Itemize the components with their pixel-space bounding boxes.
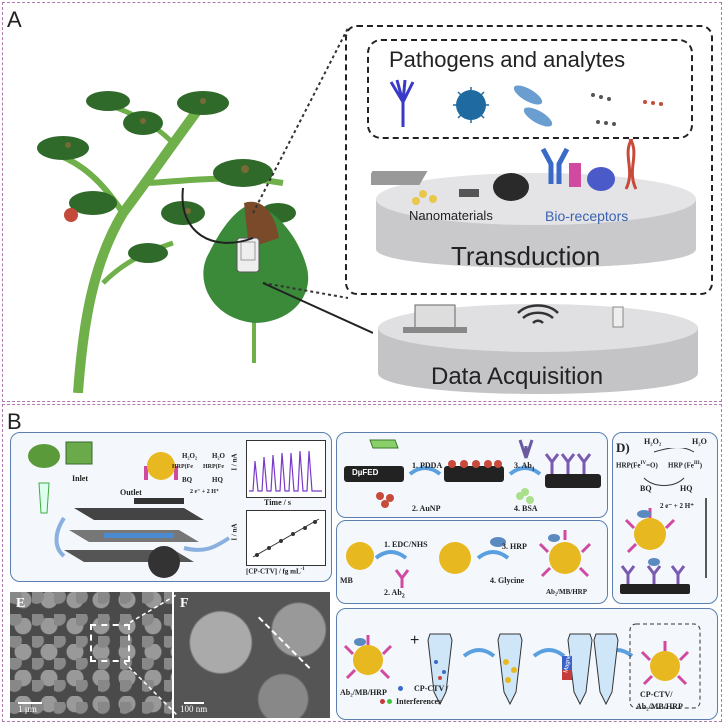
pathogen-icons [389,79,663,127]
calibration-points [252,518,320,558]
green-dot [387,699,392,704]
pathogens-box [367,39,693,139]
sem-e-scale-label: 1 µm [18,704,37,714]
plot2-xlabel: [CP-CTV] / fg mL-1 [246,567,305,575]
step2-ab2-sub: 2 [401,593,405,600]
bottom-right-label2: Ab₂/MB/HRP [636,702,683,711]
sem-e-scalebar [18,702,42,704]
data-acquisition-label: Data Acquisition [431,363,604,390]
d-hrp1-sup: IV [640,461,647,466]
step1-ab1-sub: 1 [531,466,535,473]
calibration-plot [246,510,326,566]
plot1-ylabel: I / nA [230,453,239,471]
detection-mechanism-box [612,432,718,604]
tomato-plant-illustration [37,91,296,393]
step2-product: Ab₂/MB/HRP [546,588,587,596]
data-acquisition-platform [378,304,698,394]
d-h2o2: H₂O₂ [644,437,662,446]
step1-bsa: 4. BSA [514,504,538,513]
panel-b-label: B [7,409,22,434]
bottom-right-label1: CP-CTV/ [640,690,673,699]
step1-aunp: 2. AuNP [412,504,441,513]
step2-edcnhs: 1. EDC/NHS [384,540,428,549]
fluidic-hq: HQ [212,476,223,484]
sem-e-label: E [16,596,26,611]
fluidic-h2o: H₂O [212,452,225,460]
cp-ctv-text: CP-CTV / [414,684,449,693]
d-hrp2-text: HRP (Fe [668,461,694,470]
leaf-sensor-illustration [203,201,309,363]
panel-d-label: D) [616,440,630,455]
d-h2o: H₂O [692,437,707,446]
red-dot [380,699,385,704]
sem-f-scale-label: 100 nm [180,704,208,714]
zoom-connector-lines [123,593,179,717]
microfluidic-chip-illustration [28,441,231,578]
bioreceptors-label: Bio-receptors [545,208,629,224]
pathogens-title: Pathogens and analytes [389,47,626,72]
interferences-text: Interferences [396,697,442,706]
transduction-platform [371,139,696,268]
detection-mechanism-illustration [620,448,707,594]
sem-f-label: F [180,596,189,611]
current-peaks [249,450,322,492]
step2-ab2: 2. Ab2 [384,588,405,600]
blue-dot [398,686,403,691]
fluidic-bq: BQ [182,476,193,484]
plus-sign: + [410,632,420,649]
interferences-label: Interferences [380,697,441,706]
bead-steps-illustration [346,530,592,588]
electrode-label: DµFED [352,468,379,477]
sensor-concept-box [345,25,713,295]
plot2-ylabel: I / nA [230,523,239,541]
cp-ctv-label: CP-CTV / [398,684,448,693]
d-hrp1-end: =O) [646,461,658,470]
step1-ab1: 3. Ab1 [514,461,535,473]
d-bq: BQ [640,484,652,493]
legend-dots [398,684,414,693]
mb-label: MB [340,576,353,585]
amperometry-plot [246,440,326,498]
step2-hrp: 3. HRP [502,542,527,551]
step1-pdda: 1. PDDA [412,461,443,470]
d-hrp2-sup: III [693,461,700,466]
magnetic-separation-illustration [343,623,701,709]
d-hrp2: HRP (FeIII) [668,461,702,469]
plot1-xlabel: Time / s [264,498,291,507]
fluidic-h2o2: H₂O₂ [182,452,198,460]
sem-image-f: F 100 nm [174,592,330,718]
bottom-left-label: Ab₂/MB/HRP [340,688,387,697]
fluidic-hrp-left: HRP(Fe [172,464,193,470]
sem-f-scalebar [184,702,204,704]
panel-a: A [2,2,722,402]
d-hq: HQ [680,484,693,493]
transduction-label: Transduction [451,241,601,271]
fluidic-hrp-right: HRP(Fe [203,464,224,470]
connector-arrows [181,27,373,334]
nanomaterials-label: Nanomaterials [409,208,493,223]
electrode-steps-illustration [344,439,601,508]
sem-f-measure-line [256,616,311,671]
sem-e-zoom-box [90,624,130,662]
d-hrp1: HRP(FeIV=O) [616,461,658,469]
panel-a-label: A [7,7,22,32]
plot2-xlabel-sup: -1 [300,567,305,572]
outlet-label: Outlet [120,488,142,497]
panel-b: B [2,404,722,722]
step2-glycine: 4. Glycine [490,576,525,585]
d-electrons: 2 e⁻ + 2 H⁺ [660,502,694,510]
inlet-label: Inlet [72,474,88,483]
plot2-xlabel-text: [CP-CTV] / fg mL [246,567,301,576]
d-hrp2-end: ) [699,461,703,470]
d-hrp1-text: HRP(Fe [616,461,641,470]
fluidic-electrons: 2 e⁻ + 2 H⁺ [190,489,220,495]
step2-ab2-text: 2. Ab [384,588,402,597]
step1-ab1-text: 3. Ab [514,461,532,470]
